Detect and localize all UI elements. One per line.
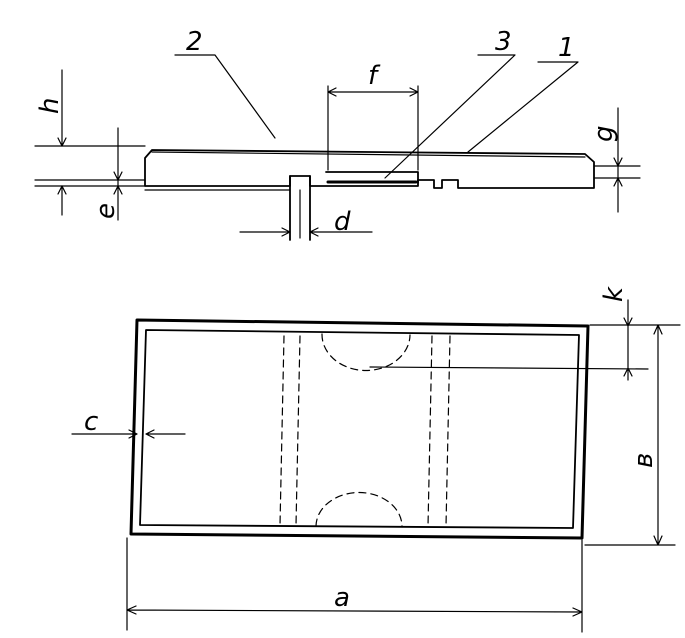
label-dim-g: g — [589, 125, 619, 142]
label-part-3: 3 — [495, 27, 512, 57]
hidden-arc-bottom — [315, 491, 403, 528]
label-dim-f: f — [368, 61, 381, 91]
plate-inner-line — [151, 151, 586, 158]
hidden-arc-top — [321, 333, 411, 372]
dim-g — [613, 107, 623, 213]
insert-recess — [325, 171, 419, 184]
dim-b — [584, 324, 681, 546]
dim-a — [126, 537, 583, 633]
plan-inner-frame — [139, 329, 580, 529]
dim-f — [327, 85, 419, 171]
plan-outer-frame — [129, 318, 590, 540]
dim-d — [239, 227, 373, 237]
ref-line-top — [34, 145, 146, 187]
leader-3 — [384, 54, 516, 179]
hidden-line-left-1 — [279, 335, 285, 526]
side-view — [34, 54, 641, 241]
dim-h — [57, 69, 67, 216]
leader-2 — [174, 54, 276, 139]
dim-c — [71, 429, 186, 439]
hidden-line-right-2 — [445, 335, 451, 527]
label-part-1: 1 — [558, 33, 575, 63]
pin — [289, 175, 311, 241]
dim-k — [369, 299, 649, 381]
label-dim-k: k — [599, 286, 629, 302]
dim-e — [113, 127, 123, 221]
label-part-2: 2 — [186, 27, 203, 57]
ref-line-right — [593, 165, 641, 179]
leader-1 — [467, 61, 579, 153]
label-dim-b: в — [629, 453, 659, 468]
hidden-line-left-2 — [295, 335, 301, 526]
label-dim-e: e — [91, 203, 121, 219]
hidden-line-right-1 — [427, 335, 433, 527]
label-dim-d: d — [334, 207, 351, 237]
label-dim-h: h — [35, 98, 65, 114]
label-dim-a: a — [334, 583, 350, 613]
plan-view — [71, 299, 681, 633]
label-dim-c: c — [84, 407, 98, 437]
